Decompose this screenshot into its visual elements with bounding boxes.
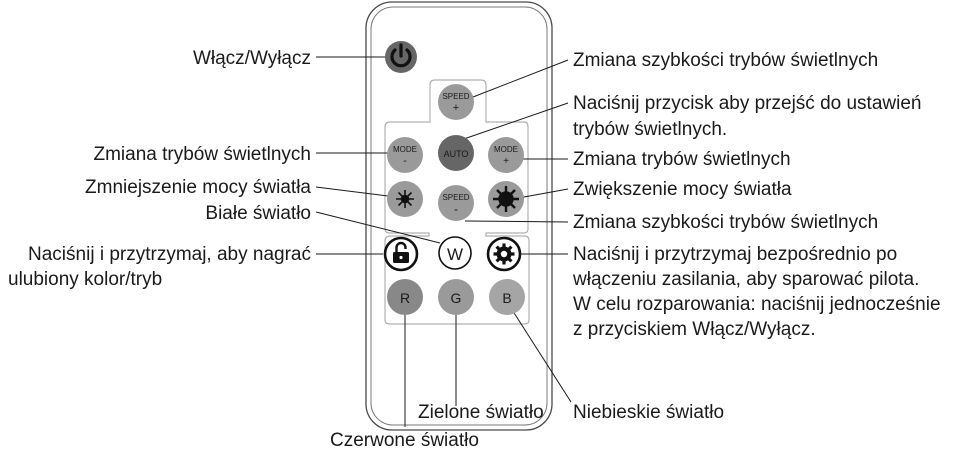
leader-brightness-down	[315, 186, 389, 197]
green-label: G	[451, 290, 462, 306]
label-white: Białe światło	[205, 203, 311, 224]
white-button[interactable]: W	[438, 236, 472, 270]
pair-button[interactable]	[486, 236, 522, 272]
leader-auto	[457, 102, 569, 142]
sun-small-icon	[396, 190, 414, 208]
mode-plus-button[interactable]: MODE +	[488, 137, 524, 173]
label-speed-down: Zmiana szybkości trybów świetlnych	[573, 212, 878, 233]
label-pair-line1: Naciśnij i przytrzymaj bezpośrednio po	[573, 244, 897, 265]
mode-minus-line2: -	[403, 155, 407, 167]
mode-plus-line2: +	[503, 156, 509, 167]
label-brightness-down: Zmniejszenie mocy światła	[85, 177, 311, 198]
label-lock-line2: ulubiony kolor/tryb	[8, 269, 162, 290]
label-auto-line2: trybów świetlnych.	[573, 119, 727, 140]
power-icon	[390, 43, 412, 68]
white-label: W	[447, 245, 463, 264]
red-label: R	[400, 290, 410, 306]
lock-button[interactable]	[383, 236, 419, 272]
label-mode-minus: Zmiana trybów świetlnych	[93, 144, 311, 165]
speed-up-line2: +	[453, 102, 459, 114]
label-lock-line1: Naciśnij i przytrzymaj, aby nagrać	[28, 244, 311, 265]
speed-up-line1: SPEED	[442, 92, 469, 101]
label-red: Czerwone światło	[330, 430, 479, 451]
remote-body-inner	[370, 6, 548, 426]
label-mode-plus: Zmiana trybów świetlnych	[573, 149, 791, 170]
brightness-down-button[interactable]	[387, 181, 423, 217]
speed-down-line2: -	[454, 202, 458, 216]
speed-up-button[interactable]: SPEED +	[438, 84, 474, 120]
auto-button[interactable]: AUTO	[438, 135, 474, 171]
leader-speed-down	[464, 220, 569, 223]
leader-speed-up	[472, 59, 569, 98]
mode-minus-line1: MODE	[393, 145, 417, 154]
label-green: Zielone światło	[418, 402, 544, 423]
label-pair-line4: z przyciskiem Włącz/Wyłącz.	[573, 319, 816, 340]
button-panel-frame	[384, 79, 530, 325]
label-blue: Niebieskie światło	[573, 402, 724, 423]
speed-down-line1: SPEED	[442, 193, 469, 202]
label-brightness-up: Zwiększenie mocy światła	[573, 179, 792, 200]
label-power: Włącz/Wyłącz	[193, 48, 311, 69]
leader-lines	[315, 56, 572, 427]
blue-button[interactable]: B	[489, 279, 525, 315]
blue-label: B	[502, 290, 511, 306]
leader-white	[315, 211, 441, 244]
sun-large-icon	[493, 186, 519, 212]
leader-blue	[508, 304, 572, 403]
label-auto-line1: Naciśnij przycisk aby przejść do ustawie…	[573, 93, 921, 114]
speed-down-button[interactable]: SPEED -	[438, 185, 474, 221]
green-button[interactable]: G	[438, 279, 474, 315]
red-button[interactable]: R	[387, 279, 423, 315]
label-pair-line2: włączeniu zasilania, aby sparować pilota…	[572, 269, 919, 290]
brightness-up-button[interactable]	[488, 181, 524, 217]
label-speed-up: Zmiana szybkości trybów świetlnych	[573, 50, 878, 71]
label-pair-line3: W celu rozparowania: naciśnij jednocześn…	[573, 294, 941, 315]
gear-icon	[493, 243, 515, 265]
auto-label: AUTO	[444, 149, 469, 159]
lock-icon	[393, 241, 409, 263]
power-button[interactable]	[385, 41, 417, 73]
mode-plus-line1: MODE	[494, 145, 518, 154]
mode-minus-button[interactable]: MODE -	[387, 137, 423, 173]
